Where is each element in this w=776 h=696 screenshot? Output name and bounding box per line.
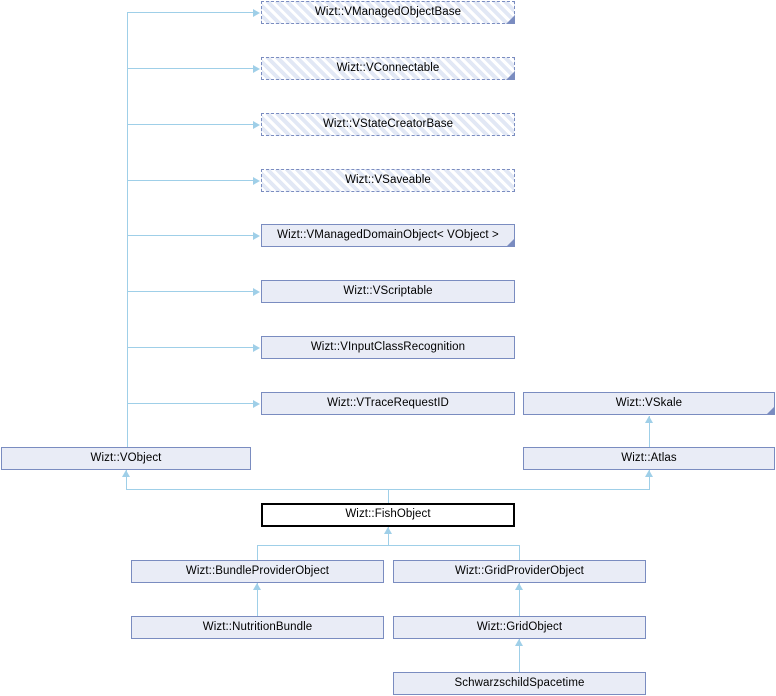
class-node-vsaveable[interactable]: Wizt::VSaveable	[261, 169, 515, 192]
class-node-vobject[interactable]: Wizt::VObject	[1, 447, 251, 470]
arrowhead-vskale	[645, 416, 653, 423]
edge-vobject-to-vmanagedobjectbase	[127, 12, 254, 13]
class-node-label: Wizt::BundleProviderObject	[185, 564, 330, 577]
class-node-label: Wizt::VInputClassRecognition	[310, 340, 466, 353]
class-node-schwarzschildspacetime[interactable]: SchwarzschildSpacetime	[393, 672, 646, 695]
class-node-gridproviderobject[interactable]: Wizt::GridProviderObject	[393, 560, 646, 583]
class-node-vtracerequestid[interactable]: Wizt::VTraceRequestID	[261, 392, 515, 415]
edge-vobject-to-vstatecreatorbase	[127, 124, 254, 125]
class-node-label: Wizt::NutritionBundle	[202, 620, 313, 633]
arrowhead-vinputclassrecognition	[253, 344, 260, 352]
arrowhead-vtracerequestid	[253, 400, 260, 408]
class-node-label: Wizt::VScriptable	[343, 284, 433, 297]
arrowhead-bundleproviderobject	[253, 583, 261, 590]
class-node-vskale[interactable]: Wizt::VSkale	[523, 392, 775, 415]
class-node-vmanageddomainobject[interactable]: Wizt::VManagedDomainObject< VObject >	[261, 224, 515, 247]
edge-atlas-to-vskale	[649, 416, 650, 447]
edge-fishobject-bus-to-vobject	[126, 470, 127, 489]
class-node-label: Wizt::VStateCreatorBase	[322, 117, 454, 130]
class-node-label: Wizt::VObject	[90, 451, 162, 464]
arrowhead-vsaveable	[253, 177, 260, 185]
edge-fishobject-bus-to-atlas	[649, 470, 650, 489]
arrowhead-gridobject	[515, 639, 523, 646]
arrowhead-atlas	[645, 470, 653, 477]
class-node-label: SchwarzschildSpacetime	[454, 676, 585, 689]
edge-vobject-to-vtracerequestid	[127, 403, 254, 404]
arrowhead-vmanagedobjectbase	[253, 9, 260, 17]
class-node-vstatecreatorbase[interactable]: Wizt::VStateCreatorBase	[261, 113, 515, 136]
class-node-label: Wizt::GridProviderObject	[455, 564, 584, 577]
class-node-label: Wizt::Atlas	[621, 451, 677, 464]
class-node-label: Wizt::VSkale	[615, 396, 683, 409]
class-node-label: Wizt::VManagedObjectBase	[314, 5, 462, 18]
class-node-nutritionbundle[interactable]: Wizt::NutritionBundle	[131, 616, 384, 639]
class-node-fishobject[interactable]: Wizt::FishObject	[261, 503, 515, 527]
class-node-label: Wizt::GridObject	[476, 620, 563, 633]
class-node-vscriptable[interactable]: Wizt::VScriptable	[261, 280, 515, 303]
edge-vobject-to-vmanageddomainobject	[127, 235, 254, 236]
class-node-label: Wizt::VManagedDomainObject< VObject >	[277, 228, 499, 241]
edge-nutritionbundle-to-bundleproviderobject	[257, 583, 258, 616]
class-node-atlas[interactable]: Wizt::Atlas	[523, 447, 775, 470]
edge-vobject-to-vconnectable	[127, 68, 254, 69]
edge-fishobject-children-bus	[257, 545, 520, 546]
edge-gridobject-to-gridproviderobject	[519, 583, 520, 616]
edge-vobject-to-vscriptable	[127, 291, 254, 292]
class-node-label: Wizt::VTraceRequestID	[327, 396, 449, 409]
arrowhead-gridproviderobject	[515, 583, 523, 590]
edge-fishobject-down-stem	[388, 527, 389, 545]
arrowhead-vscriptable	[253, 288, 260, 296]
edge-schwarzschildspacetime-to-gridobject	[519, 639, 520, 672]
class-node-vinputclassrecognition[interactable]: Wizt::VInputClassRecognition	[261, 336, 515, 359]
edge-vobject-trunk	[127, 12, 128, 448]
class-node-label: Wizt::VConnectable	[336, 61, 440, 74]
edge-vobject-to-vsaveable	[127, 180, 254, 181]
edge-bus-to-bundleproviderobject	[257, 545, 258, 560]
arrowhead-vstatecreatorbase	[253, 121, 260, 129]
arrowhead-vconnectable	[253, 65, 260, 73]
class-node-vconnectable[interactable]: Wizt::VConnectable	[261, 57, 515, 80]
arrowhead-fishobject	[384, 527, 392, 534]
class-node-gridobject[interactable]: Wizt::GridObject	[393, 616, 646, 639]
class-node-vmanagedobjectbase[interactable]: Wizt::VManagedObjectBase	[261, 1, 515, 24]
edge-fishobject-stem	[388, 489, 389, 503]
edge-bus-to-gridproviderobject	[519, 545, 520, 560]
class-node-bundleproviderobject[interactable]: Wizt::BundleProviderObject	[131, 560, 384, 583]
class-node-label: Wizt::VSaveable	[345, 173, 431, 186]
arrowhead-vmanageddomainobject	[253, 232, 260, 240]
class-node-label: Wizt::FishObject	[345, 508, 431, 521]
arrowhead-vobject	[122, 470, 130, 477]
edge-vobject-to-vinputclassrecognition	[127, 347, 254, 348]
